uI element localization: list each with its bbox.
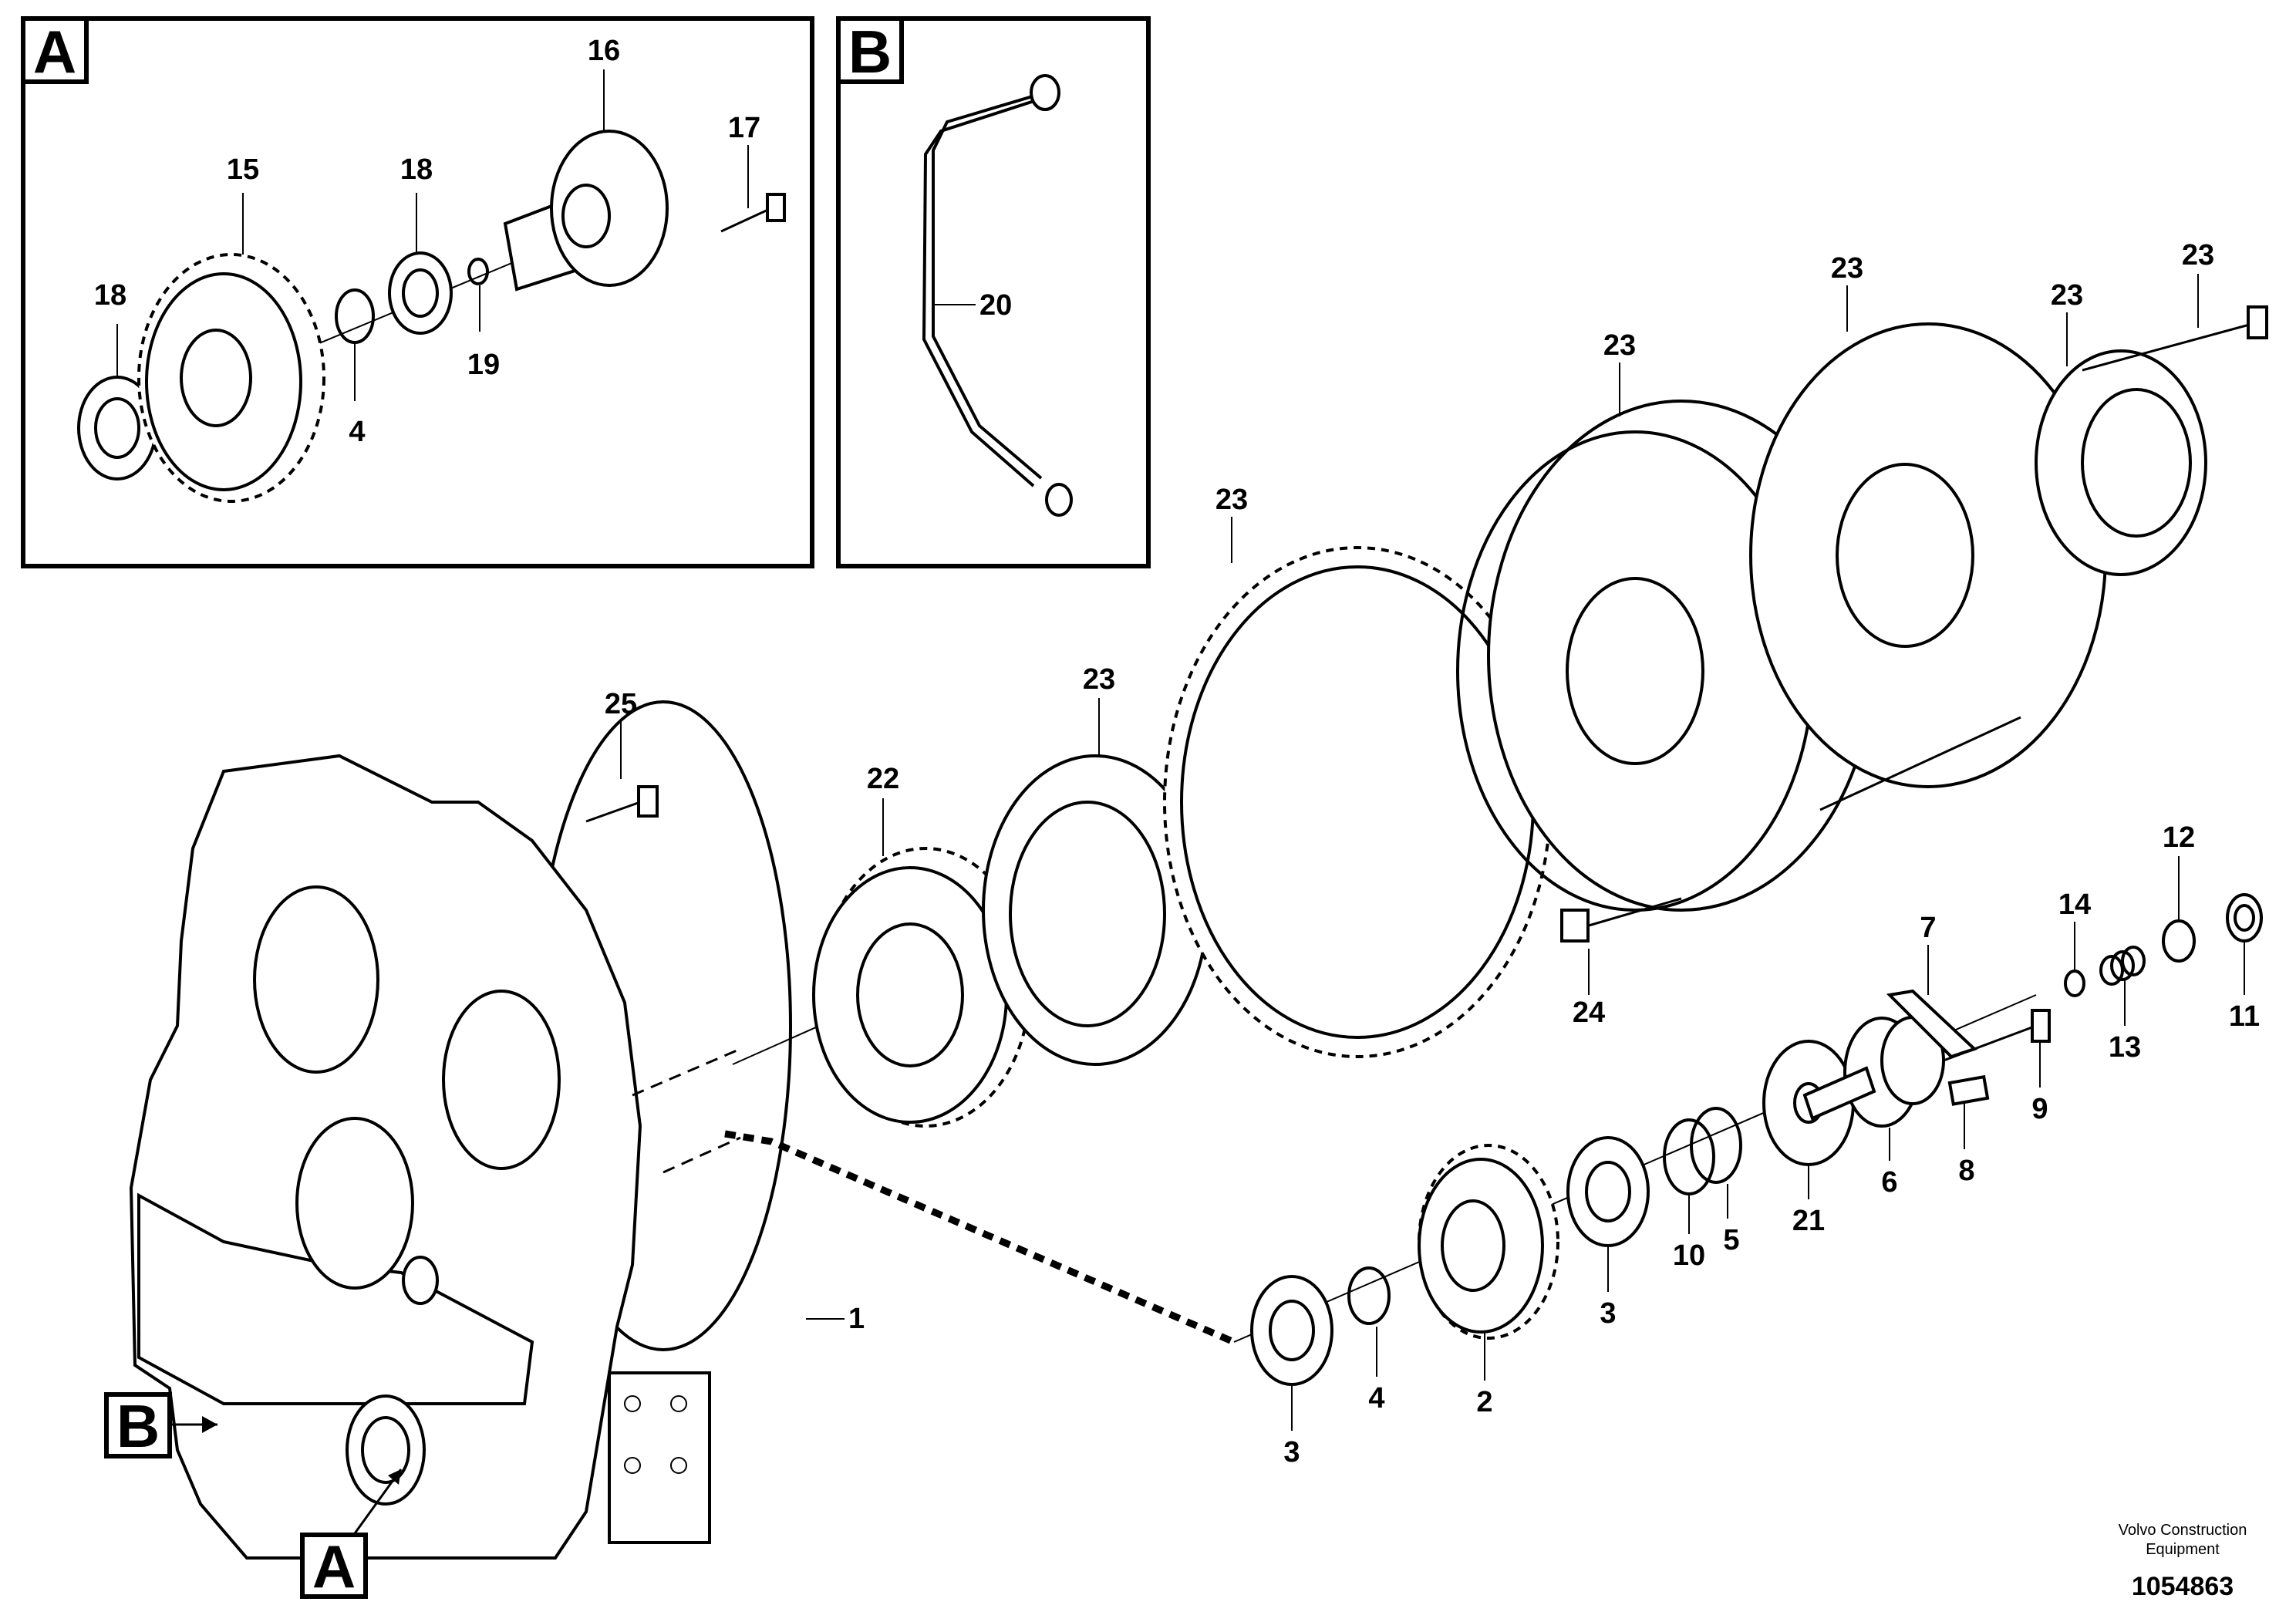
label-15: 15 xyxy=(227,153,259,186)
callout-a-label: A xyxy=(312,1533,356,1600)
detail-view-a: A xyxy=(21,16,814,568)
plate-23 xyxy=(1749,322,2107,788)
label-13: 13 xyxy=(2109,1031,2141,1064)
washer-23 xyxy=(2035,349,2207,576)
label-4-detail: 4 xyxy=(349,416,365,448)
gear-2 xyxy=(1418,1144,1559,1340)
washer-14 xyxy=(2064,969,2085,997)
footer: Volvo Construction Equipment 1054863 xyxy=(2119,1522,2247,1601)
label-23-flywheel: 23 xyxy=(1603,329,1636,362)
bolt-17 xyxy=(720,193,786,233)
label-18-left: 18 xyxy=(94,279,126,312)
label-22: 22 xyxy=(867,763,899,795)
spring-13 xyxy=(2099,946,2146,986)
label-23-washer: 23 xyxy=(2051,279,2083,312)
tube-20 xyxy=(922,74,1073,517)
detail-view-b-title: B xyxy=(848,18,892,86)
label-17: 17 xyxy=(728,112,760,144)
bolt-24 xyxy=(1560,897,1682,943)
label-23-bolt: 23 xyxy=(2182,239,2214,271)
plug-11 xyxy=(2226,893,2263,943)
label-9: 9 xyxy=(2031,1093,2048,1125)
label-14: 14 xyxy=(2058,889,2091,921)
label-16: 16 xyxy=(588,35,620,67)
label-24: 24 xyxy=(1573,996,1605,1029)
bearing-18-right xyxy=(388,251,453,335)
bolt-25 xyxy=(585,785,659,823)
ring-12 xyxy=(2162,919,2196,963)
ring-4 xyxy=(1347,1266,1391,1325)
label-23-seal: 23 xyxy=(1083,663,1115,696)
dashed-line-upper xyxy=(632,1047,741,1097)
label-6: 6 xyxy=(1881,1166,1897,1199)
gear-15 xyxy=(137,253,325,503)
label-19: 19 xyxy=(467,349,500,381)
label-23-plate: 23 xyxy=(1831,252,1863,285)
ring-5 xyxy=(1690,1107,1742,1184)
callout-b: B xyxy=(104,1392,217,1460)
label-20: 20 xyxy=(979,289,1012,322)
dashed-line-gear-path xyxy=(724,1130,1236,1346)
callout-a: A xyxy=(300,1469,403,1600)
label-5: 5 xyxy=(1723,1224,1739,1256)
callout-b-label: B xyxy=(116,1392,160,1460)
label-12: 12 xyxy=(2163,821,2195,854)
dashed-line-lower xyxy=(663,1136,741,1174)
label-3-right: 3 xyxy=(1600,1297,1616,1330)
bolt-9 xyxy=(1943,1009,2051,1062)
ring-4-detail xyxy=(335,288,375,344)
plate-8 xyxy=(1947,1074,1990,1106)
label-7: 7 xyxy=(1920,912,1936,944)
ring-10 xyxy=(1663,1118,1715,1195)
shaft-flange-16 xyxy=(503,130,669,292)
detail-view-a-title: A xyxy=(33,18,76,86)
bolt-23 xyxy=(2082,305,2268,372)
label-11: 11 xyxy=(2229,1000,2260,1033)
housing-6 xyxy=(1802,1016,1945,1128)
drawing-number: 1054863 xyxy=(2132,1572,2234,1601)
label-10: 10 xyxy=(1673,1239,1705,1272)
label-1: 1 xyxy=(848,1303,865,1335)
label-21: 21 xyxy=(1792,1205,1825,1237)
brand-line-1: Volvo Construction xyxy=(2119,1522,2247,1539)
washer-19 xyxy=(467,258,489,285)
label-4: 4 xyxy=(1368,1382,1384,1415)
bearing-3-right xyxy=(1566,1136,1650,1247)
gear-22 xyxy=(812,847,1031,1128)
bearing-3-left xyxy=(1250,1275,1333,1386)
gear-housing-1 xyxy=(129,700,792,1560)
label-25: 25 xyxy=(605,688,637,720)
label-23-ring: 23 xyxy=(1215,484,1248,516)
label-8: 8 xyxy=(1958,1155,1974,1187)
label-2: 2 xyxy=(1476,1386,1492,1418)
label-18-right: 18 xyxy=(400,153,433,186)
brand-line-2: Equipment xyxy=(2146,1541,2220,1558)
label-3-left: 3 xyxy=(1283,1436,1300,1469)
detail-view-b: B 20 xyxy=(836,16,1151,568)
